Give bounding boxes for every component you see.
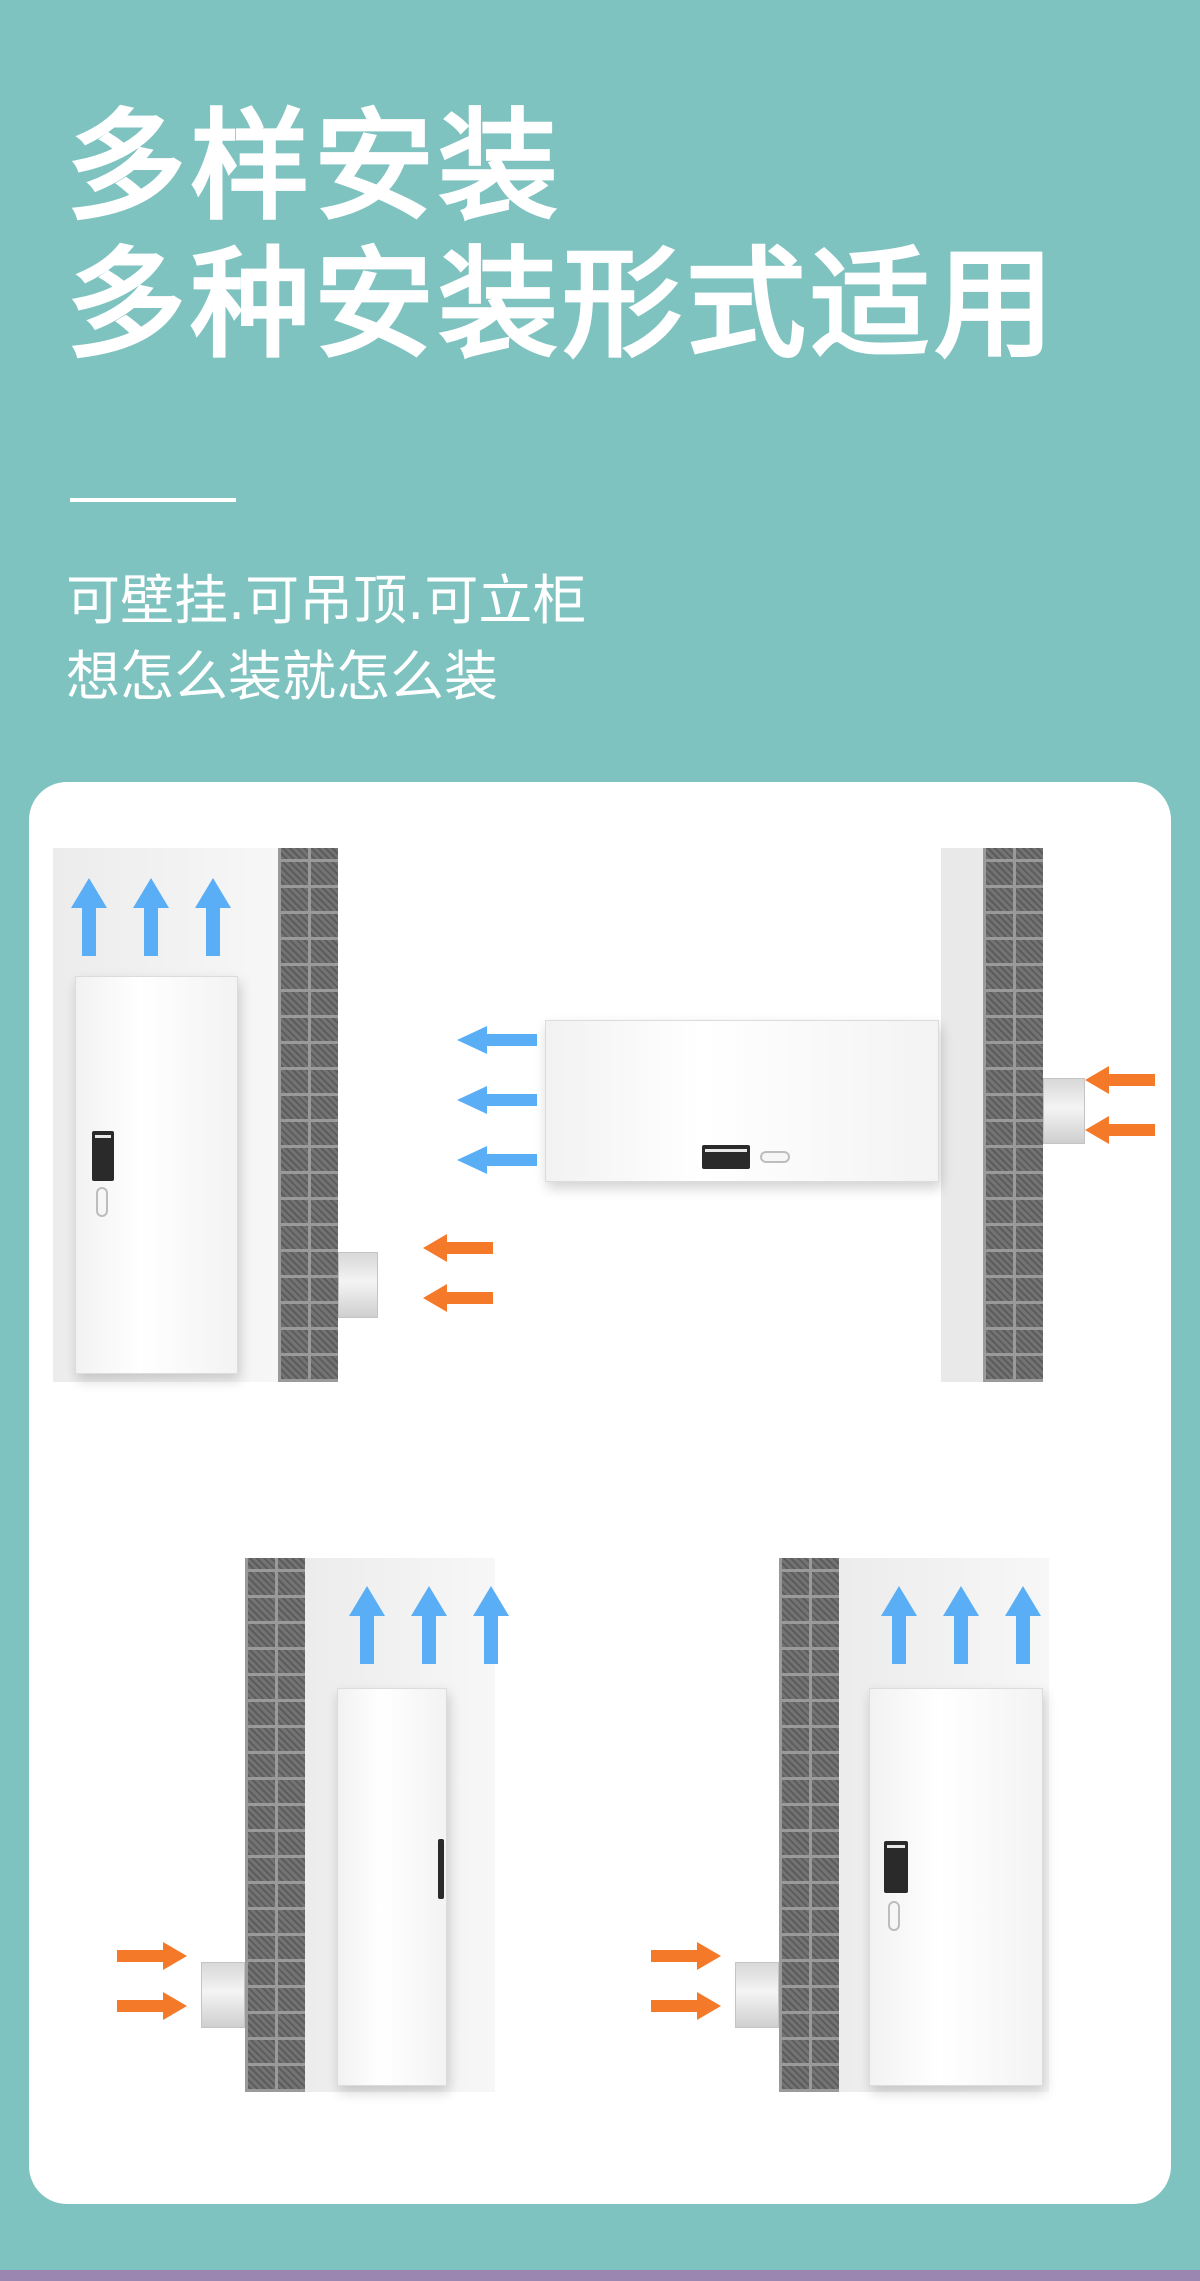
page-title: 多样安装 — [66, 98, 562, 237]
ventilation-unit — [869, 1688, 1043, 2086]
ventilation-unit — [337, 1688, 447, 2086]
airflow-out-arrows — [71, 878, 231, 956]
title-divider — [70, 498, 236, 502]
left-arrow-icon — [423, 1284, 493, 1312]
ventilation-unit — [545, 1020, 939, 1182]
left-arrow-icon — [1085, 1116, 1155, 1144]
air-duct — [735, 1962, 779, 2028]
airflow-out-arrows — [881, 1586, 1041, 1664]
bottom-accent-strip — [0, 2270, 1200, 2281]
interior-wall — [941, 848, 983, 1382]
left-arrow-icon — [423, 1234, 493, 1262]
status-indicator — [888, 1901, 900, 1931]
control-panel — [702, 1145, 750, 1169]
airflow-in-arrows — [651, 1942, 721, 2020]
control-panel — [438, 1839, 444, 1899]
airflow-out-arrows — [349, 1586, 509, 1664]
ventilation-unit — [75, 976, 238, 1374]
right-arrow-icon — [651, 1942, 721, 1970]
brick-wall — [278, 848, 338, 1382]
left-arrow-icon — [1085, 1066, 1155, 1094]
airflow-out-arrows — [457, 1026, 537, 1174]
air-duct — [338, 1252, 378, 1318]
wall-mount-illustration — [115, 1558, 555, 2092]
right-arrow-icon — [117, 1942, 187, 1970]
up-arrow-icon — [411, 1586, 447, 1664]
ceiling-mount-illustration — [451, 848, 1157, 1382]
control-panel — [92, 1131, 114, 1181]
up-arrow-icon — [943, 1586, 979, 1664]
air-duct — [1043, 1078, 1085, 1144]
up-arrow-icon — [133, 878, 169, 956]
status-indicator — [760, 1151, 790, 1163]
up-arrow-icon — [71, 878, 107, 956]
right-arrow-icon — [117, 1992, 187, 2020]
up-arrow-icon — [881, 1586, 917, 1664]
up-arrow-icon — [195, 878, 231, 956]
control-panel — [884, 1841, 908, 1893]
floor-cabinet-illustration — [53, 848, 493, 1382]
page-subtitle: 多种安装形式适用 — [66, 236, 1058, 375]
airflow-in-arrows — [1085, 1066, 1155, 1144]
brick-wall — [983, 848, 1043, 1382]
left-arrow-icon — [457, 1146, 537, 1174]
up-arrow-icon — [349, 1586, 385, 1664]
up-arrow-icon — [473, 1586, 509, 1664]
left-arrow-icon — [457, 1086, 537, 1114]
status-indicator — [96, 1187, 108, 1217]
wall-mount-illustration — [649, 1558, 1119, 2092]
right-arrow-icon — [651, 1992, 721, 2020]
air-duct — [201, 1962, 245, 2028]
installation-card — [29, 782, 1171, 2204]
airflow-in-arrows — [423, 1234, 493, 1312]
brick-wall — [779, 1558, 839, 2092]
description-line-1: 可壁挂.可吊顶.可立柜 — [66, 569, 587, 632]
brick-wall — [245, 1558, 305, 2092]
description-line-2: 想怎么装就怎么装 — [66, 645, 498, 708]
left-arrow-icon — [457, 1026, 537, 1054]
airflow-in-arrows — [117, 1942, 187, 2020]
up-arrow-icon — [1005, 1586, 1041, 1664]
